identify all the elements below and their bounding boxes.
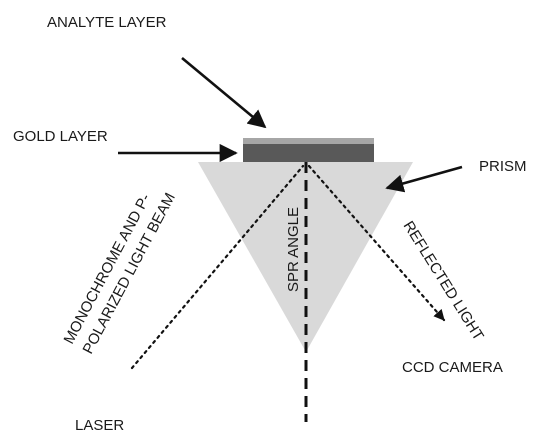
reflected-beam-line — [307, 164, 446, 322]
gold-layer-shape — [243, 144, 374, 162]
reflected-light-label: REFLECTED LIGHT — [400, 218, 487, 344]
ccd-camera-label: CCD CAMERA — [402, 359, 503, 376]
incident-beam-line — [130, 164, 305, 370]
prism-arrow — [385, 165, 463, 193]
prism-label: PRISM — [479, 158, 527, 175]
analyte-layer-arrow — [181, 57, 267, 129]
analyte-layer-label: ANALYTE LAYER — [47, 14, 167, 31]
laser-label: LASER — [75, 417, 124, 434]
spr-angle-label: SPR ANGLE — [285, 207, 302, 292]
gold-layer-label: GOLD LAYER — [13, 128, 108, 145]
analyte-layer-shape — [243, 138, 374, 144]
